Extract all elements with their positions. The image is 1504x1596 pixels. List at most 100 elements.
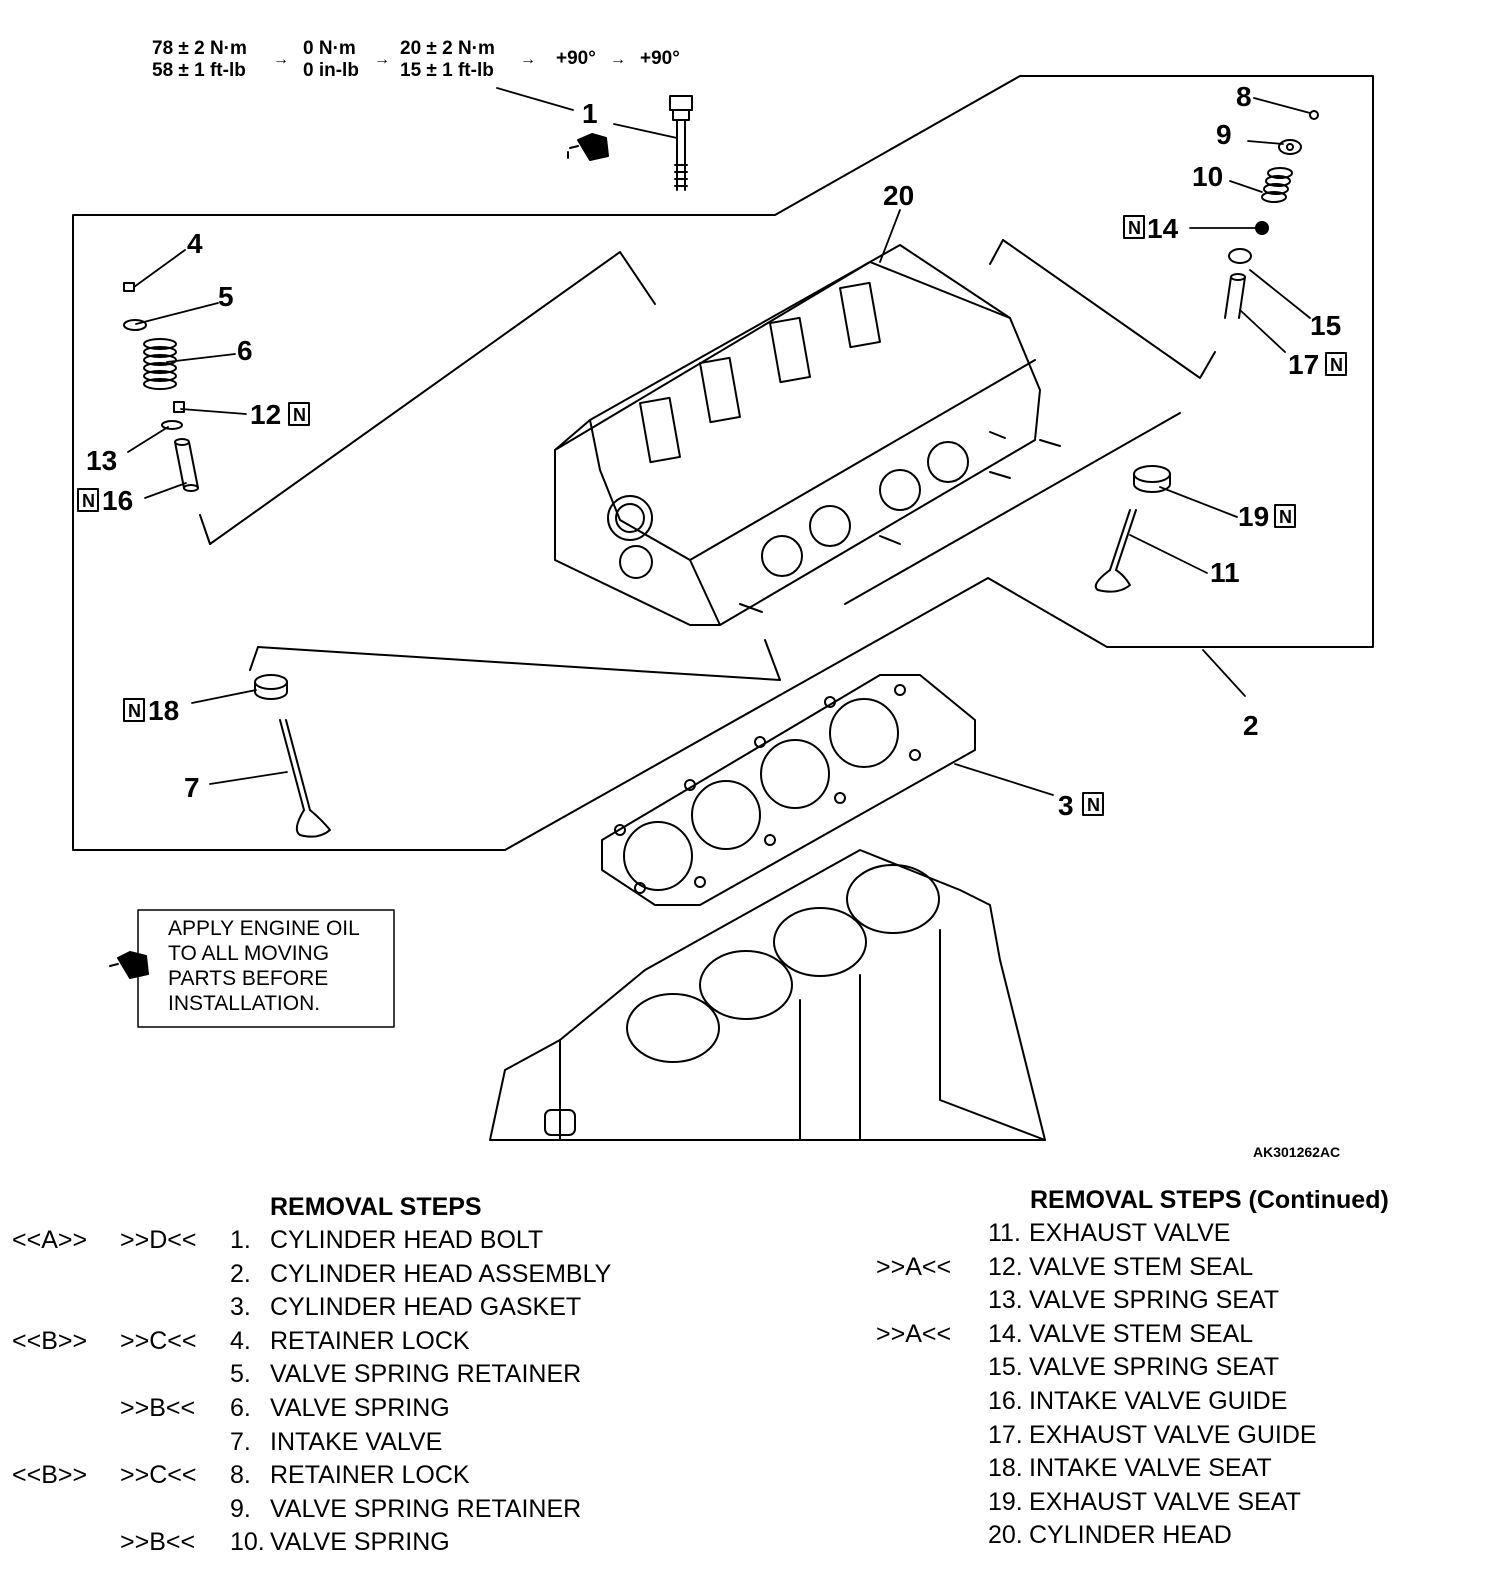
step-text: VALVE SPRING RETAINER <box>270 1360 582 1389</box>
step-text: EXHAUST VALVE SEAT <box>1029 1487 1301 1516</box>
valve-spring-seat-13 <box>161 420 183 430</box>
torque-arrow: → <box>374 51 390 68</box>
torque-arrow: → <box>520 51 536 68</box>
callout-13: 13 <box>86 445 117 476</box>
step-number: 12. <box>988 1252 1023 1281</box>
exhaust-valve-seat-19 <box>1133 465 1171 493</box>
step-row: 15.VALVE SPRING SEAT <box>840 1351 1500 1385</box>
torque-step3-ftlb: 15 ± 1 ft-lb <box>400 60 494 81</box>
step-row: <<B>>>>C<<4.RETAINER LOCK <box>0 1325 720 1359</box>
torque-arrow: → <box>273 51 289 68</box>
removal-ref: <<A>> <box>12 1226 88 1254</box>
callout-1: 1 <box>582 98 598 129</box>
exploded-view-diagram: 78 ± 2 N·m 58 ± 1 ft-lb → 0 N·m 0 in-lb … <box>72 38 1374 1160</box>
new-part-marks: N N N N N N N <box>77 215 1347 816</box>
step-text: VALVE SPRING SEAT <box>1029 1286 1280 1315</box>
step-text: VALVE SPRING RETAINER <box>270 1494 582 1523</box>
install-ref: >>B<< <box>120 1393 196 1422</box>
exhaust-valve-parts <box>1094 110 1319 593</box>
retainer-lock-8 <box>1309 110 1319 120</box>
lower-valve-outline-end <box>249 646 259 671</box>
step-row: 19.EXHAUST VALVE SEAT <box>840 1486 1500 1520</box>
step-text: VALVE STEM SEAL <box>1029 1319 1254 1348</box>
note-line-3: PARTS BEFORE <box>168 967 328 990</box>
step-number: 17. <box>988 1420 1023 1449</box>
step-row: 18.INTAKE VALVE SEAT <box>840 1452 1500 1486</box>
torque-arrow: → <box>610 51 626 68</box>
step-number: 1. <box>230 1226 251 1254</box>
step-row: <<B>>>>C<<8.RETAINER LOCK <box>0 1459 720 1493</box>
valve-spring-10 <box>1261 167 1293 203</box>
install-ref: >>C<< <box>120 1326 197 1355</box>
step-text: CYLINDER HEAD <box>1029 1521 1232 1550</box>
step-number: 13. <box>988 1286 1023 1315</box>
step-text: VALVE SPRING SEAT <box>1029 1353 1280 1382</box>
cylinder-head-bolt <box>669 95 693 191</box>
step-text: EXHAUST VALVE <box>1029 1219 1231 1247</box>
step-row: 17.EXHAUST VALVE GUIDE <box>840 1419 1500 1453</box>
torque-sequence: 78 ± 2 N·m 58 ± 1 ft-lb → 0 N·m 0 in-lb … <box>152 38 680 81</box>
callout-3: 3 <box>1058 790 1074 821</box>
new-part-mark-3: N <box>1082 792 1104 816</box>
step-text: VALVE SPRING <box>270 1528 450 1557</box>
install-ref: >>C<< <box>120 1461 197 1490</box>
leader-lines <box>127 87 1311 796</box>
step-number: 10. <box>230 1528 265 1557</box>
step-text: CYLINDER HEAD GASKET <box>270 1293 582 1322</box>
new-part-mark-14: N <box>1123 215 1145 239</box>
removal-steps-right: REMOVAL STEPS (Continued) 11.EXHAUST VAL… <box>840 1183 1500 1553</box>
removal-ref: <<B>> <box>12 1326 88 1355</box>
oil-can-icon <box>109 951 149 979</box>
exhaust-valve-guide-17 <box>1224 273 1246 319</box>
callout-4: 4 <box>187 228 203 259</box>
step-row: 13.VALVE SPRING SEAT <box>840 1284 1500 1318</box>
step-number: 14. <box>988 1319 1023 1348</box>
valve-stem-seal-14 <box>1255 221 1269 235</box>
step-text: RETAINER LOCK <box>270 1326 470 1355</box>
install-ref: >>B<< <box>120 1528 196 1557</box>
step-row: >>B<< 10.VALVE SPRING <box>0 1526 720 1560</box>
step-row: 7.INTAKE VALVE <box>0 1426 720 1460</box>
step-text: VALVE SPRING <box>270 1393 450 1422</box>
valve-stem-seal-12 <box>173 401 185 413</box>
callout-12: 12 <box>250 399 281 430</box>
callout-11: 11 <box>1210 557 1240 588</box>
step-row: <<A>> >>D<< 1. CYLINDER HEAD BOLT <box>0 1224 720 1258</box>
step-text: CYLINDER HEAD BOLT <box>270 1226 544 1254</box>
install-ref: >>D<< <box>120 1226 197 1254</box>
new-part-mark-16-label: N <box>82 491 95 511</box>
intake-group-outline <box>209 251 656 545</box>
step-text: INTAKE VALVE SEAT <box>1029 1454 1272 1483</box>
step-number: 8. <box>230 1461 251 1490</box>
torque-step4: +90° <box>556 48 596 69</box>
removal-steps-title: REMOVAL STEPS <box>270 1193 482 1221</box>
step-row: 20.CYLINDER HEAD <box>840 1519 1500 1553</box>
step-text: INTAKE VALVE GUIDE <box>1029 1386 1288 1415</box>
callout-19: 19 <box>1238 501 1269 532</box>
step-row: >>B<<6.VALVE SPRING <box>0 1392 720 1426</box>
intake-valve-guide-16 <box>174 438 199 492</box>
removal-steps-continued-title: REMOVAL STEPS (Continued) <box>1030 1186 1389 1214</box>
step-number: 18. <box>988 1454 1023 1483</box>
torque-step1-nm: 78 ± 2 N·m <box>152 38 247 59</box>
callout-17: 17 <box>1288 349 1319 380</box>
lower-valve-outline <box>257 639 781 681</box>
step-row: 2.CYLINDER HEAD ASSEMBLY <box>0 1258 720 1292</box>
step-row: 9.VALVE SPRING RETAINER <box>0 1493 720 1527</box>
cylinder-block <box>489 849 1046 1141</box>
step-row: 5. VALVE SPRING RETAINER <box>0 1358 720 1392</box>
step-number: 3. <box>230 1293 251 1322</box>
new-part-mark-16: N <box>77 488 99 512</box>
note-line-1: APPLY ENGINE OIL <box>168 917 360 940</box>
new-part-mark-18: N <box>123 698 145 722</box>
valve-spring-retainer-9 <box>1278 139 1302 155</box>
torque-step5: +90° <box>640 48 680 69</box>
engine-oil-note: APPLY ENGINE OIL TO ALL MOVING PARTS BEF… <box>109 909 395 1028</box>
step-number: 5. <box>230 1360 251 1389</box>
step-row: 3. CYLINDER HEAD GASKET <box>0 1291 720 1325</box>
callout-16: 16 <box>102 485 133 516</box>
new-part-mark-19: N <box>1274 504 1296 528</box>
step-row: >>A<<12.VALVE STEM SEAL <box>840 1251 1500 1285</box>
new-part-mark-17: N <box>1325 352 1347 376</box>
step-text: INTAKE VALVE <box>270 1427 443 1456</box>
